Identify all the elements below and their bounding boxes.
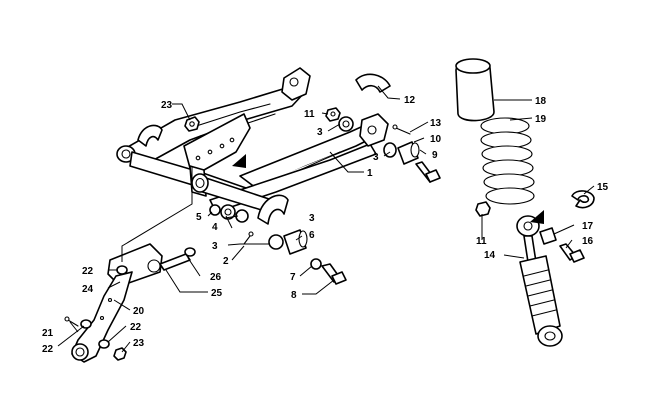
callout-11: 11 (476, 236, 487, 247)
pin-13 (395, 127, 411, 135)
callout-labels: 1 2 3 3 3 3 4 5 6 7 8 9 10 11 11 12 13 1… (42, 95, 609, 355)
callout-14: 14 (484, 250, 496, 261)
right-bracket (257, 194, 289, 225)
shock-assembly (455, 58, 595, 347)
leader-lines (57, 85, 595, 353)
lower-link-assembly (64, 243, 196, 363)
bushing-3-lower (268, 234, 284, 250)
callout-20: 20 (133, 306, 145, 317)
callout-22: 22 (130, 322, 142, 333)
arm-hardware (184, 73, 441, 285)
callout-15: 15 (597, 182, 609, 193)
callout-21: 21 (42, 328, 54, 339)
left-bracket (137, 124, 163, 147)
callout-18: 18 (535, 96, 547, 107)
rear-arm-assembly (116, 67, 389, 225)
washer-5 (209, 204, 221, 216)
cap-12 (355, 73, 391, 93)
callout-4: 4 (212, 222, 218, 233)
direction-arrow-right (530, 210, 544, 224)
callout-8: 8 (291, 290, 297, 301)
bolt-26 (159, 253, 191, 271)
callout-13: 13 (430, 118, 442, 129)
callout-1: 1 (367, 168, 373, 179)
callout-17: 17 (582, 221, 594, 232)
callout-2: 2 (223, 256, 229, 267)
bolt-9-head (425, 169, 441, 183)
screw-21 (67, 319, 79, 327)
callout-3: 3 (317, 127, 323, 138)
callout-7: 7 (290, 272, 296, 283)
callout-3: 3 (212, 241, 218, 252)
callout-11: 11 (304, 109, 315, 120)
callout-26: 26 (210, 272, 222, 283)
callout-23: 23 (133, 338, 145, 349)
callout-3: 3 (373, 152, 379, 163)
washer-22-top (116, 265, 128, 275)
callout-3: 3 (309, 213, 315, 224)
callout-25: 25 (211, 288, 223, 299)
callout-22: 22 (82, 266, 94, 277)
shock-body-14 (519, 255, 561, 335)
callout-22: 22 (42, 344, 54, 355)
direction-arrow-left (232, 154, 246, 168)
callout-12: 12 (404, 95, 416, 106)
spacer-17 (539, 227, 557, 245)
callout-10: 10 (430, 134, 442, 145)
callout-24: 24 (82, 284, 94, 295)
callout-6: 6 (309, 230, 315, 241)
clip-15 (571, 190, 595, 209)
callout-23: 23 (161, 100, 173, 111)
nut-11-lower (475, 201, 491, 217)
callout-9: 9 (432, 150, 438, 161)
spring-19 (480, 117, 535, 205)
callout-5: 5 (196, 212, 202, 223)
callout-19: 19 (535, 114, 547, 125)
washer-22-mid (98, 339, 110, 349)
callout-16: 16 (582, 236, 594, 247)
pin-2 (243, 235, 251, 245)
washer-7 (310, 258, 322, 270)
